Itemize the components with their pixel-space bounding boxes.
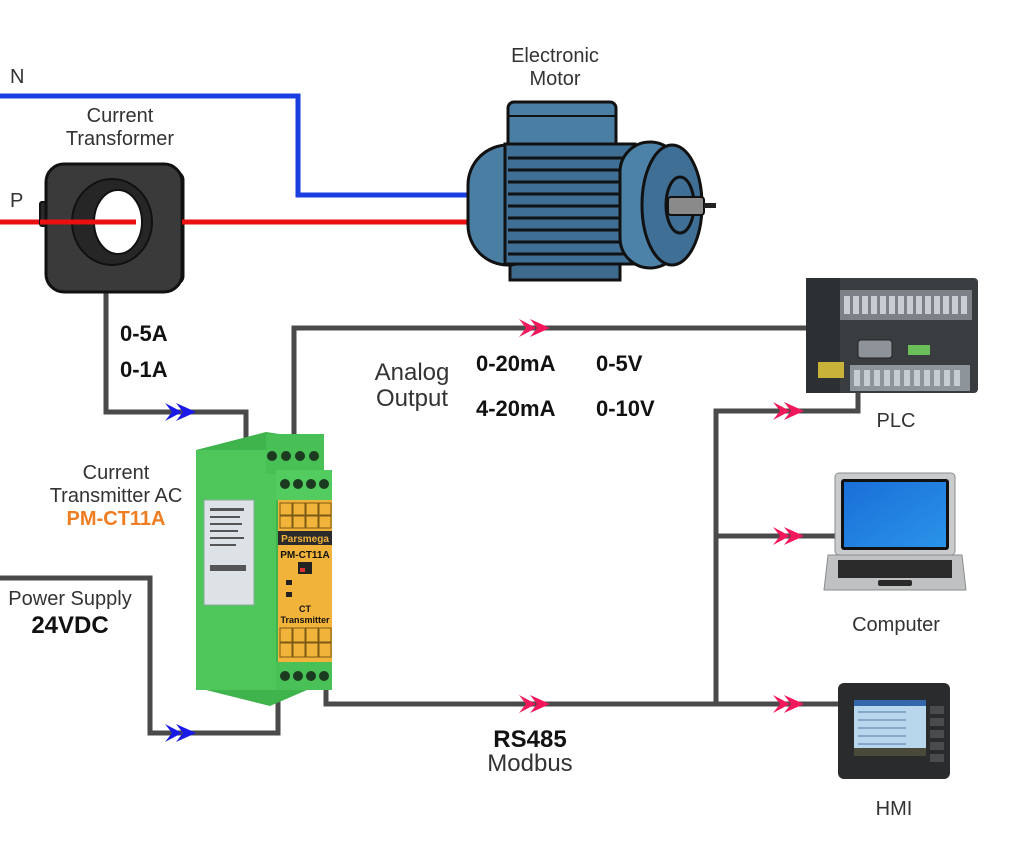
arrow-rs485	[519, 695, 550, 713]
ct-input-range-2: 0-1A	[120, 357, 168, 382]
arrow-to-computer	[773, 527, 804, 545]
power-supply-label: Power Supply 24VDC	[4, 588, 136, 641]
current-transformer-label-line2: Transformer	[65, 128, 175, 150]
serial-protocol: RS485	[493, 726, 567, 753]
analog-output-label: Analog Output	[362, 360, 462, 412]
motor-label-line2: Motor	[529, 68, 581, 90]
analog-option-4-20ma: 4-20mA	[476, 396, 556, 421]
plc-label: PLC	[876, 410, 916, 432]
analog-option-0-5v: 0-5V	[596, 351, 643, 376]
analog-option-0-10v: 0-10V	[596, 396, 655, 421]
current-transformer-label: Current Transformer	[40, 105, 200, 151]
transmitter-model: PM-CT11A	[66, 508, 166, 530]
hmi-label: HMI	[875, 798, 913, 820]
current-transformer-icon	[39, 162, 200, 294]
rs485-wire	[323, 690, 845, 707]
transmitter-label: Current Transmitter AC PM-CT11A	[40, 462, 192, 531]
computer-label: Computer	[852, 614, 940, 636]
laptop-icon	[823, 472, 967, 591]
device-text-ct: CT	[299, 604, 311, 614]
hmi-panel-icon	[838, 683, 950, 779]
neutral-wire	[0, 93, 470, 198]
arrow-to-hmi	[773, 695, 804, 713]
analog-output-wire	[291, 325, 810, 448]
device-text-transmitter: Transmitter	[280, 615, 330, 625]
electric-motor-icon	[466, 100, 716, 282]
arrow-analog-output	[519, 319, 550, 337]
arrow-to-plc	[773, 402, 804, 420]
current-transformer-label-line1: Current	[86, 105, 154, 127]
ct-input-range-1: 0-5A	[120, 321, 168, 346]
arrow-ct-input	[165, 403, 196, 421]
device-model-text: PM-CT11A	[280, 550, 329, 561]
motor-label-line1: Electronic	[511, 45, 599, 67]
arrow-power-input	[165, 724, 196, 742]
analog-output-label-line2: Output	[375, 385, 449, 412]
power-supply-voltage: 24VDC	[31, 612, 109, 639]
serial-bus: Modbus	[487, 750, 573, 777]
power-supply-label-text: Power Supply	[8, 588, 132, 610]
transmitter-label-line2: Transmitter AC	[49, 485, 183, 507]
plc-icon	[806, 278, 978, 393]
din-rail-transmitter-icon: Parsmega PM-CT11A CT Transmitter	[196, 432, 332, 706]
analog-output-label-line1: Analog	[374, 359, 450, 386]
analog-option-0-20ma: 0-20mA	[476, 351, 556, 376]
phase-wire-label: P	[10, 190, 24, 212]
serial-label: RS485 Modbus	[470, 728, 590, 777]
power-supply-wire	[0, 575, 281, 736]
device-brand-text: Parsmega	[281, 534, 329, 545]
transmitter-label-line1: Current	[82, 462, 150, 484]
motor-label: Electronic Motor	[480, 45, 630, 91]
neutral-wire-label: N	[10, 66, 25, 88]
